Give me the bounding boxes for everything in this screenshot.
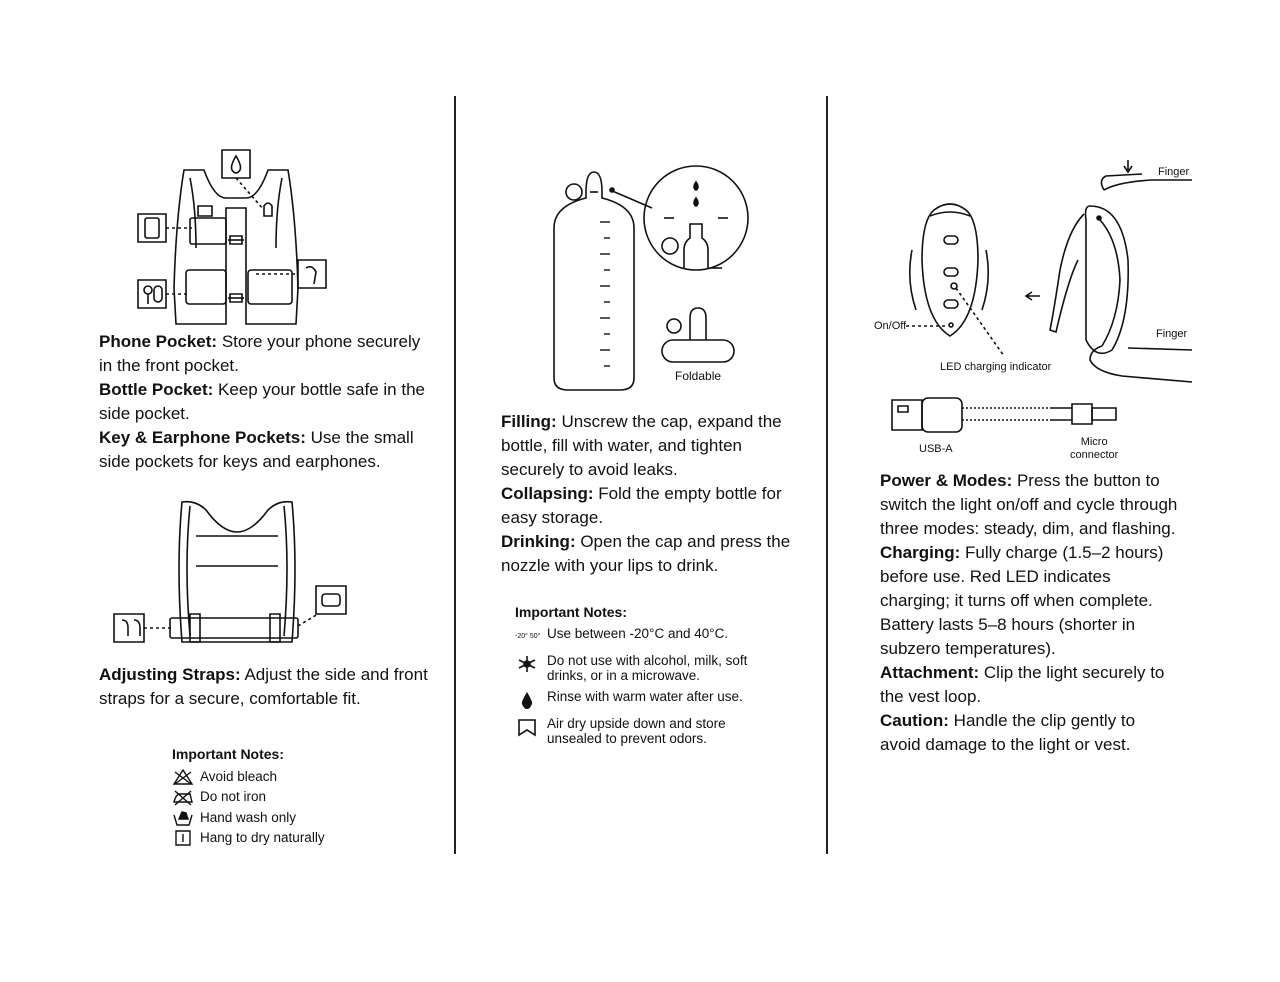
usb-a-label: USB-A xyxy=(919,443,953,455)
vest-note-item: Hand wash only xyxy=(172,808,392,829)
vest-front-illustration xyxy=(136,148,336,330)
bottle-note-item: Air dry upside down and store unsealed t… xyxy=(515,716,765,746)
adjusting-straps-paragraph: Adjusting Straps: Adjust the side and fr… xyxy=(99,665,428,708)
column-divider-right xyxy=(826,96,828,854)
no-iron-icon xyxy=(172,788,194,806)
phone-pocket-paragraph: Phone Pocket: Store your phone securely … xyxy=(99,332,421,375)
drinking-paragraph: Drinking: Open the cap and press the noz… xyxy=(501,532,791,575)
foldable-label: Foldable xyxy=(675,369,722,383)
bottle-note-text: Air dry upside down and store unsealed t… xyxy=(547,716,726,746)
collapsing-paragraph: Collapsing: Fold the empty bottle for ea… xyxy=(501,484,782,527)
vest-back-illustration xyxy=(112,496,352,646)
air-dry-icon xyxy=(515,717,539,737)
vest-note-item: Hang to dry naturally xyxy=(172,828,392,849)
led-indicator-label: LED charging indicator xyxy=(940,361,1052,373)
on-off-label: On/Off xyxy=(874,320,907,332)
clip-light-illustration xyxy=(872,150,1192,468)
column-divider-left xyxy=(454,96,456,854)
vest-note-text: Do not iron xyxy=(200,789,267,804)
vest-note-text: Hand wash only xyxy=(200,809,297,825)
charging-paragraph: Charging: Fully charge (1.5–2 hours) bef… xyxy=(880,543,1164,658)
vest-note-text: Avoid bleach xyxy=(200,768,278,784)
attachment-paragraph: Attachment: Clip the light securely to t… xyxy=(880,663,1165,706)
bottle-pocket-paragraph: Bottle Pocket: Keep your bottle safe in … xyxy=(99,380,425,423)
vest-notes-title: Important Notes: xyxy=(172,746,284,762)
bottle-note-item: -20° 50° Use between -20°C and 40°C. xyxy=(515,626,765,647)
no-bleach-icon xyxy=(172,768,194,786)
finger-bottom-label: Finger xyxy=(1156,328,1188,340)
bottle-notes-title: Important Notes: xyxy=(515,604,627,620)
straps-text: Adjusting Straps: Adjust the side and fr… xyxy=(99,663,429,711)
vest-important-notes: Important Notes: Avoid bleach Do not iro… xyxy=(172,744,392,849)
filling-paragraph: Filling: Unscrew the cap, expand the bot… xyxy=(501,412,782,479)
light-text: Power & Modes: Press the button to switc… xyxy=(880,469,1180,757)
bottle-important-notes: Important Notes: -20° 50° Use between -2… xyxy=(515,605,765,752)
hang-dry-icon xyxy=(172,829,194,847)
bottle-note-text: Rinse with warm water after use. xyxy=(547,689,743,704)
temperature-icon: -20° 50° xyxy=(515,633,541,640)
bottle-note-item: Rinse with warm water after use. xyxy=(515,689,765,710)
vest-note-item: Do not iron xyxy=(172,787,392,808)
power-modes-paragraph: Power & Modes: Press the button to switc… xyxy=(880,471,1178,538)
vest-pockets-text: Phone Pocket: Store your phone securely … xyxy=(99,330,429,474)
bottle-text: Filling: Unscrew the cap, expand the bot… xyxy=(501,410,801,578)
key-earphone-pockets-paragraph: Key & Earphone Pockets: Use the small si… xyxy=(99,428,414,471)
finger-top-label: Finger xyxy=(1158,166,1190,178)
hand-wash-icon xyxy=(172,809,194,827)
bottle-note-text: Use between -20°C and 40°C. xyxy=(547,626,729,641)
water-drop-icon xyxy=(521,692,533,709)
vest-note-text: Hang to dry naturally xyxy=(200,830,325,845)
bottle-illustration xyxy=(550,168,750,394)
bottle-note-item: Do not use with alcohol, milk, soft drin… xyxy=(515,653,765,683)
caution-paragraph: Caution: Handle the clip gently to avoid… xyxy=(880,711,1136,754)
vest-note-item: Avoid bleach xyxy=(172,767,392,788)
micro-connector-label: Micro connector xyxy=(1070,436,1119,461)
bottle-note-text: Do not use with alcohol, milk, soft drin… xyxy=(547,653,748,683)
no-alcohol-icon xyxy=(515,654,539,674)
